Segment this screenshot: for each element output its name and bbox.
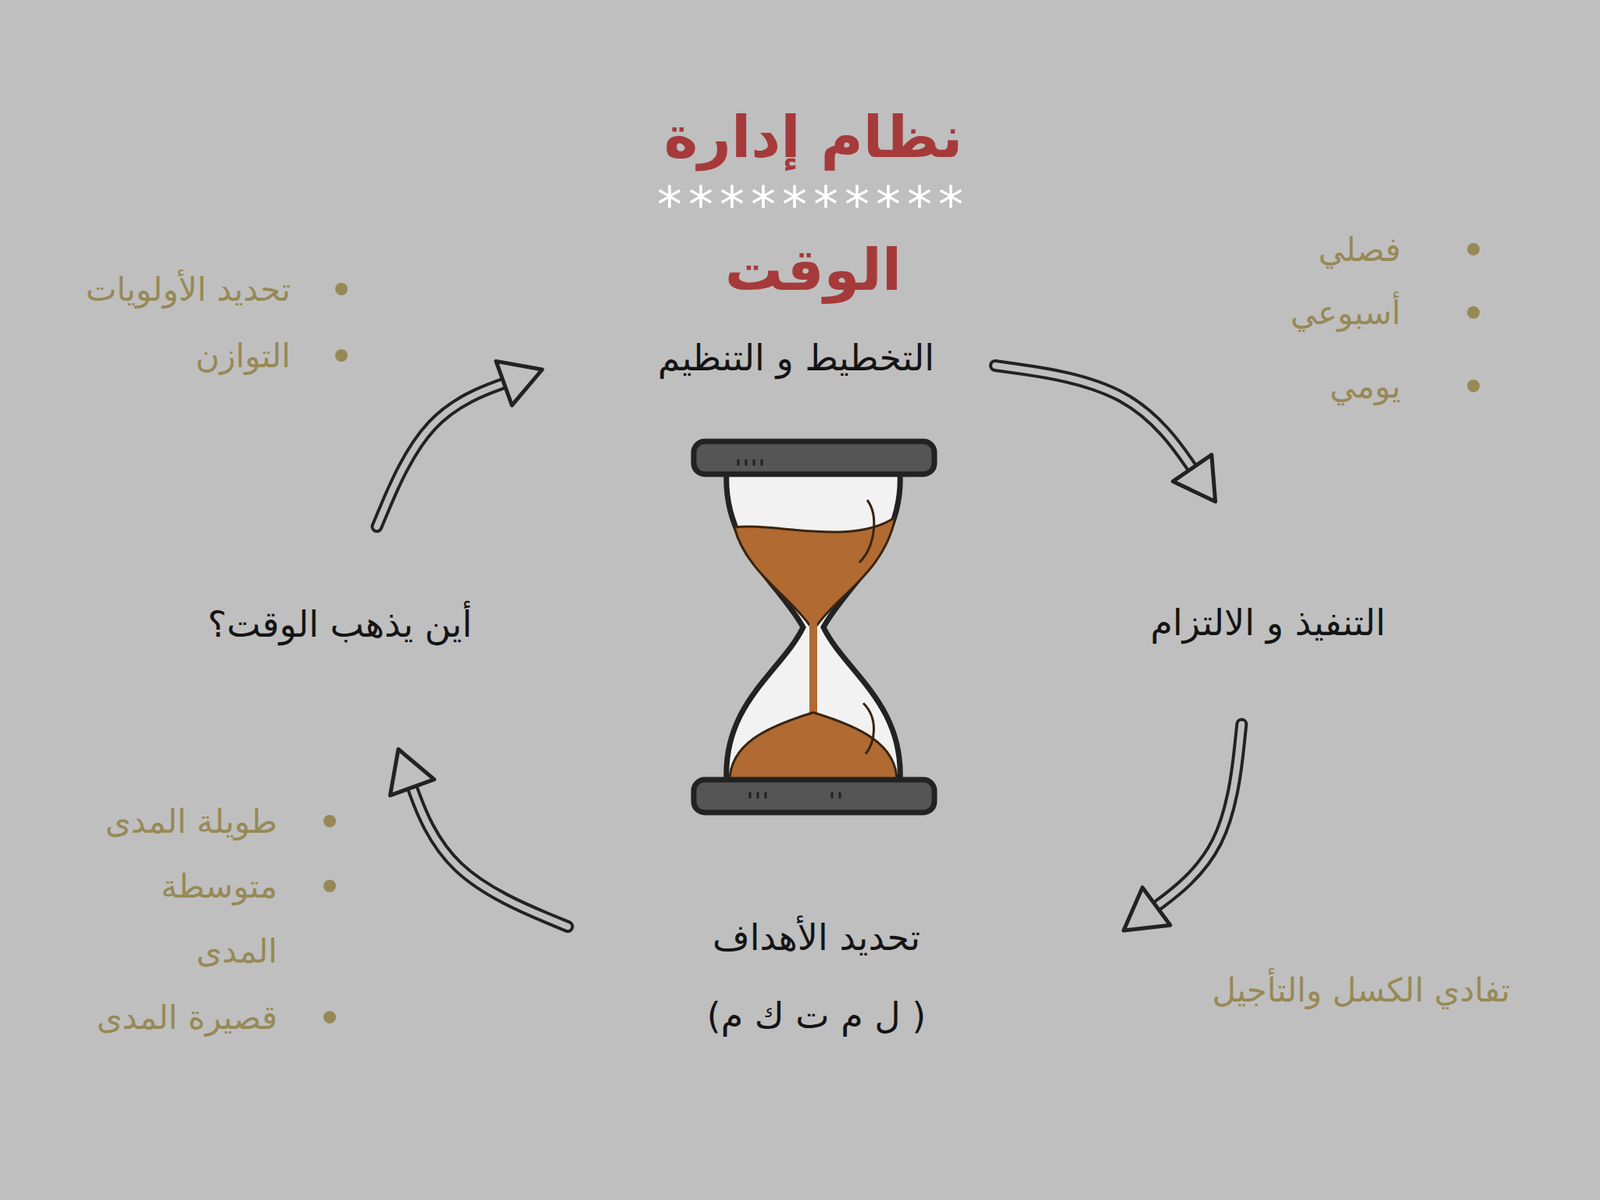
bullet-text: التوازن xyxy=(195,323,291,389)
cycle-arrow xyxy=(376,360,543,527)
arrow-head xyxy=(389,749,434,796)
step-text: التنفيذ و الالتزام xyxy=(1150,583,1386,662)
bullet-text: يومي xyxy=(1329,353,1401,419)
step-text: التخطيط و التنظيم xyxy=(657,318,935,397)
step-text: تحديد الأهداف xyxy=(707,898,927,977)
hourglass xyxy=(693,441,935,813)
cycle-step: التخطيط و التنظيم xyxy=(643,310,949,405)
bullet-text: طويلة المدى xyxy=(105,789,278,854)
step-text: أين يذهب الوقت؟ xyxy=(207,585,472,664)
cycle-arrow xyxy=(995,365,1216,502)
bullet-text: قصيرة المدى xyxy=(96,985,278,1050)
arrow-shaft-outline xyxy=(1146,724,1243,914)
bullet-text: أسبوعي xyxy=(1290,280,1401,346)
decorative-stars: ********** xyxy=(657,177,970,233)
arrow-head xyxy=(496,360,543,405)
arrow-shaft xyxy=(1146,724,1243,914)
arrow-shaft xyxy=(407,775,568,927)
step-subtext: ( ل م ت ك م) xyxy=(707,976,927,1055)
bullet-text: متوسطة المدى xyxy=(121,853,278,984)
arrow-shaft xyxy=(995,365,1200,479)
arrow-head xyxy=(1172,454,1215,502)
arrow-shaft-outline xyxy=(995,365,1200,479)
bullet-dots xyxy=(323,242,1480,1024)
bullet-text: تفادي الكسل والتأجيل xyxy=(1211,957,1511,1023)
arrow-shaft-outline xyxy=(376,378,515,527)
cycle-step: تحديد الأهداف( ل م ت ك م) xyxy=(692,890,941,1063)
cycle-arrow xyxy=(1123,724,1242,931)
arrow-shaft xyxy=(376,378,515,527)
arrow-shaft-outline xyxy=(407,775,568,927)
cycle-step: أين يذهب الوقت؟ xyxy=(193,577,486,672)
bullet-text: تحديد الأولويات xyxy=(85,257,291,322)
cycle-step: التنفيذ و الالتزام xyxy=(1136,575,1400,670)
cycle-arrow xyxy=(389,749,568,927)
bullet-text: فصلي xyxy=(1318,217,1401,283)
arrow-head xyxy=(1123,887,1171,931)
